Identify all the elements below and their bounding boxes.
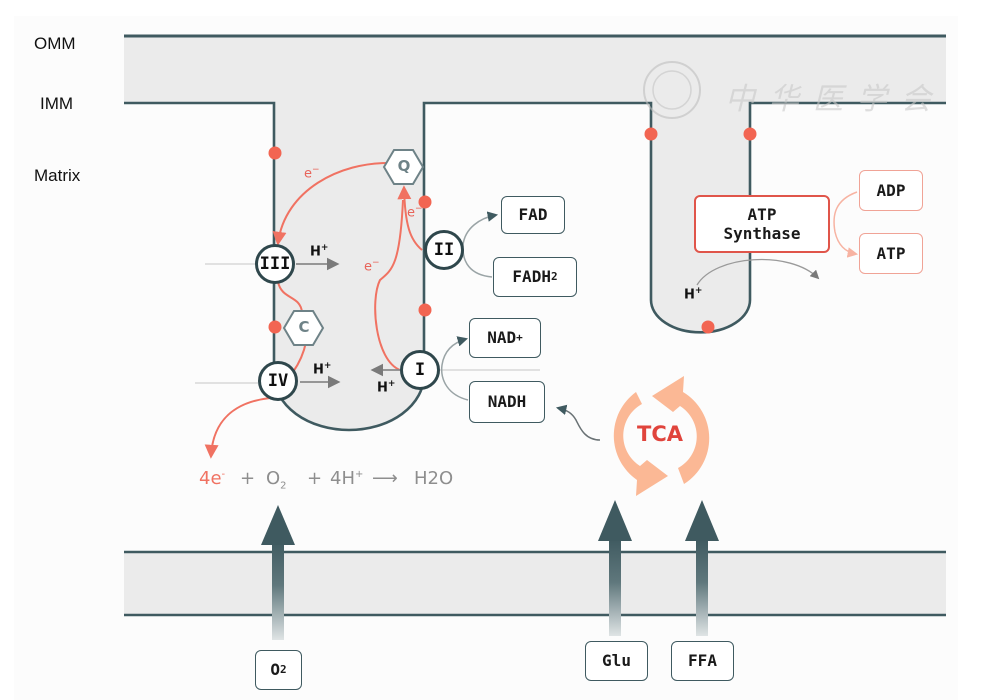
fadh2-to-fad-curve: [462, 211, 499, 278]
proton-label-iv: H+: [313, 361, 332, 378]
ubiquinone-hexagon: [382, 149, 425, 185]
intermembrane-space-top: [124, 36, 946, 430]
adp-to-atp-curve: [833, 191, 859, 258]
equation-product: H2O: [414, 468, 454, 489]
o2-supply-arrow-shaft: [272, 540, 284, 640]
electron-label: e−: [407, 204, 423, 221]
electron-path-iv-to-oxygen: [204, 397, 271, 459]
complex-iii[interactable]: III: [255, 244, 295, 284]
tca-arrow-right: [652, 376, 710, 484]
tca-to-nadh-arrow: [555, 404, 601, 441]
watermark-seal-inner: [652, 70, 692, 110]
equation-plus: +: [307, 468, 323, 489]
ffa-supply-arrow-head: [685, 500, 719, 541]
adp-box[interactable]: ADP: [859, 170, 923, 211]
equation-protons: 4H+: [330, 468, 364, 489]
complex-i[interactable]: I: [400, 350, 440, 390]
membrane-dot: [418, 303, 432, 317]
complex-iii-label: III: [259, 254, 291, 274]
proton-label-atp-synthase: H+: [684, 286, 703, 303]
outer-membrane-bottom-band: [124, 552, 946, 615]
tca-cycle-icon: [613, 376, 710, 496]
equation-electrons: 4e-: [199, 468, 226, 489]
complex-iv-label: IV: [267, 371, 289, 391]
nad-plus-box[interactable]: NAD+: [469, 318, 541, 358]
equation-oxygen: O2: [266, 468, 287, 492]
electron-path-i-to-q: [374, 199, 404, 371]
equation-arrow: ⟶: [372, 468, 398, 489]
electron-label: e−: [304, 165, 320, 182]
nadh-box[interactable]: NADH: [469, 381, 545, 423]
electron-path-iii-to-c: [277, 281, 303, 313]
cytochrome-c-label: C: [298, 318, 310, 336]
membrane-dot: [644, 127, 658, 141]
matrix-label: Matrix: [34, 166, 81, 185]
ffa-input-box[interactable]: FFA: [671, 641, 734, 681]
membrane-dot: [418, 195, 432, 209]
complex-iv[interactable]: IV: [258, 361, 298, 401]
fad-box[interactable]: FAD: [501, 196, 565, 234]
membrane-dot: [743, 127, 757, 141]
o2-supply-arrow-head: [261, 505, 295, 545]
imm-label: IMM: [40, 94, 74, 113]
proton-label-i: H+: [377, 379, 396, 396]
omm-label: OMM: [34, 34, 76, 53]
complex-ii-label: II: [433, 240, 455, 260]
membrane-dot: [701, 320, 715, 334]
membrane-dot: [268, 320, 282, 334]
tca-arrow-left: [613, 392, 668, 496]
equation-plus: +: [240, 468, 256, 489]
glu-supply-arrow-head: [598, 500, 632, 541]
watermark-seal: [643, 61, 701, 119]
electron-path-ii-to-q: [397, 185, 423, 251]
ffa-supply-arrow-shaft: [696, 538, 708, 636]
cytochrome-c-hexagon: [282, 310, 325, 346]
membrane-dot: [268, 146, 282, 160]
atp-synthase-proton-flow: [696, 258, 820, 286]
tca-label: TCA: [637, 422, 683, 446]
proton-label-iii: H+: [310, 243, 329, 260]
atp-box[interactable]: ATP: [859, 233, 923, 274]
glu-supply-arrow-shaft: [609, 538, 621, 636]
electron-label: e−: [364, 258, 380, 275]
nadh-to-nad-curve: [440, 336, 469, 401]
complex-i-label: I: [414, 360, 426, 380]
ubiquinone-label: Q: [397, 157, 411, 175]
electron-path-q-to-iii: [272, 161, 391, 246]
atp-synthase-box[interactable]: ATP Synthase: [694, 195, 830, 253]
watermark-text: 中华医学会: [725, 82, 945, 117]
glu-input-box[interactable]: Glu: [585, 641, 648, 681]
complex-ii[interactable]: II: [424, 230, 464, 270]
